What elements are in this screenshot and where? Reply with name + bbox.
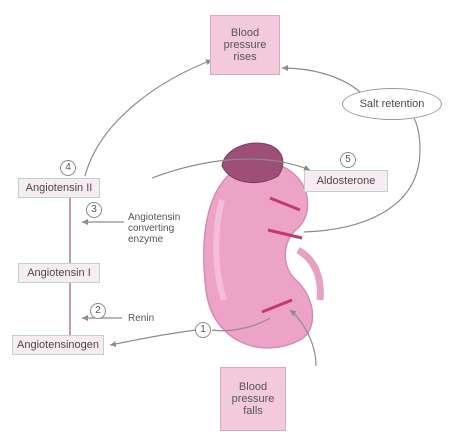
angiotensinogen-label: Angiotensinogen (17, 339, 99, 352)
angiotensin-ii-label: Angiotensin II (26, 182, 93, 195)
step-3-badge: 3 (86, 202, 102, 218)
kidney-illustration (204, 162, 321, 348)
aldosterone-box: Aldosterone (304, 170, 388, 192)
salt-retention-label: Salt retention (360, 98, 425, 110)
angiotensin-ii-box: Angiotensin II (18, 178, 100, 198)
blood-pressure-rises-box: Blood pressure rises (210, 15, 280, 75)
angiotensin-i-box: Angiotensin I (18, 263, 100, 283)
ace-line-1: Angiotensin (128, 212, 180, 223)
renin-label: Renin (128, 313, 154, 324)
step-2-badge: 2 (90, 303, 106, 319)
angiotensinogen-box: Angiotensinogen (12, 335, 104, 355)
step-1-badge: 1 (195, 322, 211, 338)
blood-pressure-falls-label: Blood pressure falls (221, 381, 285, 417)
step-5-badge: 5 (340, 152, 356, 168)
blood-pressure-rises-label: Blood pressure rises (211, 27, 279, 63)
salt-retention-oval: Salt retention (342, 88, 442, 120)
ace-line-3: enzyme (128, 234, 180, 245)
adrenal-gland (222, 143, 283, 182)
ace-line-2: converting (128, 223, 180, 234)
blood-pressure-falls-box: Blood pressure falls (220, 367, 286, 431)
step-4-badge: 4 (60, 160, 76, 176)
ace-label: Angiotensin converting enzyme (128, 212, 180, 245)
aldosterone-label: Aldosterone (317, 175, 376, 188)
angiotensin-i-label: Angiotensin I (27, 267, 91, 280)
